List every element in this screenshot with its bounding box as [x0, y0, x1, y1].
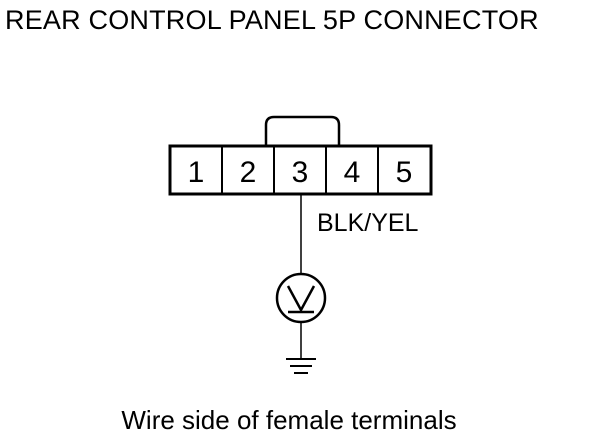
- diagram-caption: Wire side of female terminals: [121, 405, 457, 435]
- pin-2-label: 2: [240, 156, 257, 189]
- connector-lock-tab: [264, 115, 341, 146]
- wire-color-label: BLK/YEL: [317, 209, 419, 237]
- pin-1-label: 1: [188, 156, 205, 189]
- voltmeter-icon: [275, 272, 327, 324]
- pin-5-label: 5: [396, 156, 413, 189]
- pin-3-label: 3: [292, 156, 309, 189]
- pin-4-label: 4: [344, 156, 361, 189]
- ground-icon: [286, 358, 316, 374]
- diagram-title: REAR CONTROL PANEL 5P CONNECTOR: [5, 5, 539, 35]
- connector-body: [168, 144, 433, 196]
